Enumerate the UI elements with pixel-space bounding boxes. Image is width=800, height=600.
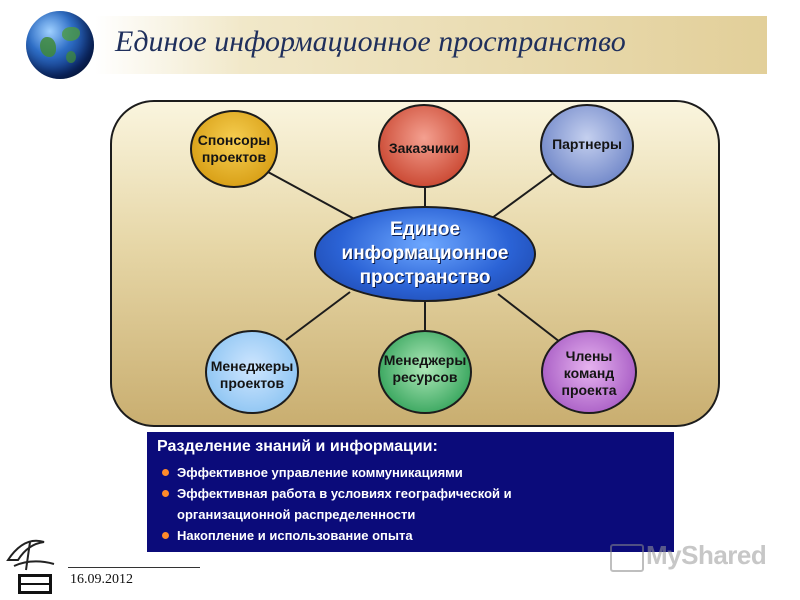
node-project-managers: Менеджеры проектов: [205, 330, 299, 414]
watermark: MyShared: [606, 536, 767, 576]
node-center-line1: Единое: [389, 219, 461, 240]
bullet-item-continuation: организационной распределенности: [177, 507, 416, 522]
footer-date: 16.09.2012: [70, 572, 133, 587]
node-sponsors-line1: Спонсоры: [197, 132, 271, 148]
node-resource-managers: Менеджеры ресурсов: [378, 330, 472, 414]
line-project-managers: [285, 291, 351, 341]
node-pm-line1: Менеджеры: [210, 358, 294, 374]
node-customers-line1: Заказчики: [388, 140, 460, 156]
watermark-text: MyShared: [646, 540, 767, 570]
info-title: Разделение знаний и информации:: [157, 438, 438, 455]
node-sponsors: Спонсоры проектов: [190, 110, 278, 188]
node-team-line2: команд: [563, 365, 615, 381]
line-team-members: [497, 293, 561, 343]
node-partners: Партнеры: [540, 104, 634, 188]
footer-divider: [68, 567, 200, 568]
node-team-line3: проекта: [561, 382, 617, 398]
page-title: Единое информационное пространство: [115, 25, 626, 58]
globe-icon: [26, 11, 94, 79]
node-sponsors-line2: проектов: [201, 149, 267, 165]
node-pm-line2: проектов: [219, 375, 285, 391]
node-rm-line2: ресурсов: [392, 369, 458, 385]
presentation-icon: [610, 544, 644, 572]
node-center: Единое информационное пространство: [314, 206, 536, 302]
node-center-line2: информационное: [341, 243, 509, 264]
node-team-line1: Члены: [565, 348, 613, 364]
line-partners: [491, 173, 553, 219]
university-logo-icon: [6, 539, 55, 594]
info-bullets: Эффективное управление коммуникациями Эф…: [157, 462, 664, 546]
bullet-item: Эффективная работа в условиях географиче…: [157, 483, 664, 504]
line-sponsors: [267, 171, 361, 223]
node-team-members: Члены команд проекта: [541, 330, 637, 414]
node-center-line3: пространство: [359, 267, 491, 288]
node-rm-line1: Менеджеры: [383, 352, 467, 368]
bullet-item: Эффективное управление коммуникациями: [157, 462, 664, 483]
title-bar: Единое информационное пространство: [95, 16, 767, 74]
node-customers: Заказчики: [378, 104, 470, 188]
bullet-item: Накопление и использование опыта: [157, 525, 664, 546]
info-box: Разделение знаний и информации: Эффектив…: [147, 432, 674, 552]
node-partners-line1: Партнеры: [552, 136, 622, 152]
